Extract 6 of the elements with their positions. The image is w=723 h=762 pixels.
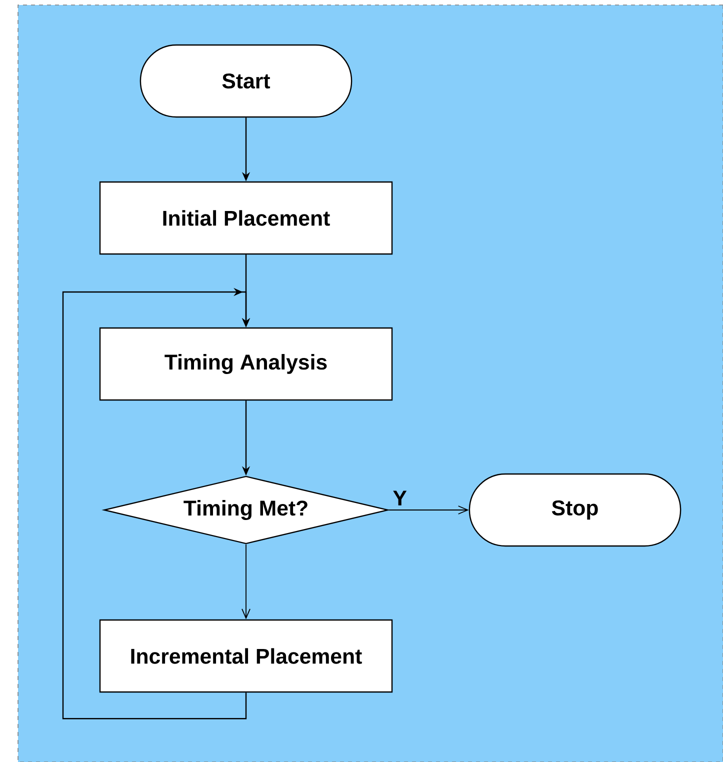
- process-box: Initial Placement: [99, 181, 393, 255]
- loop-arrow: [62, 288, 250, 720]
- process-box: Timing Analysis: [99, 327, 393, 401]
- process-box: Incremental Placement: [99, 619, 393, 693]
- arrow: [388, 506, 469, 514]
- arrow: [242, 544, 250, 620]
